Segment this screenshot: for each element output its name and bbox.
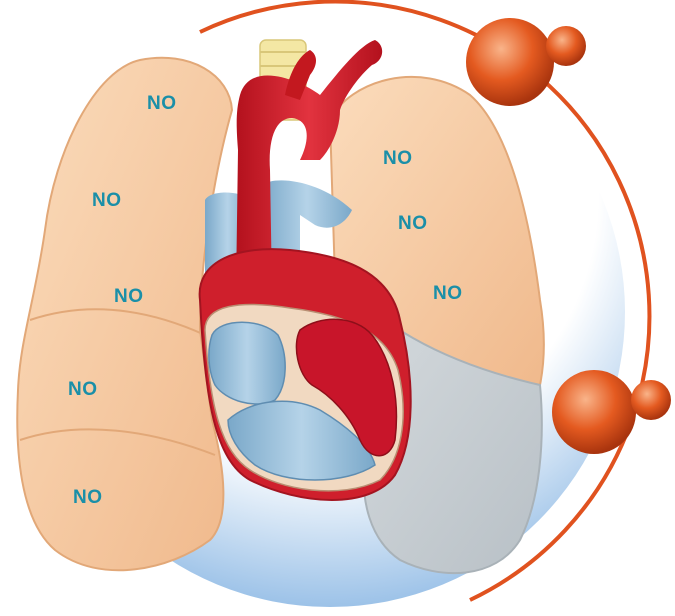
no-label-right-lung-1: NO [147,93,177,115]
no-label-right-lung-3: NO [114,286,144,308]
no-label-left-lung-3: NO [433,283,463,305]
no-label-right-lung-5: NO [73,487,103,509]
no-label-right-lung-2: NO [92,190,122,212]
no-label-left-lung-2: NO [398,213,428,235]
no-label-left-lung-1: NO [383,148,413,170]
bubble-bottom [552,370,671,454]
bubble-top [466,18,586,106]
heart [200,249,411,500]
no-label-right-lung-4: NO [68,379,98,401]
